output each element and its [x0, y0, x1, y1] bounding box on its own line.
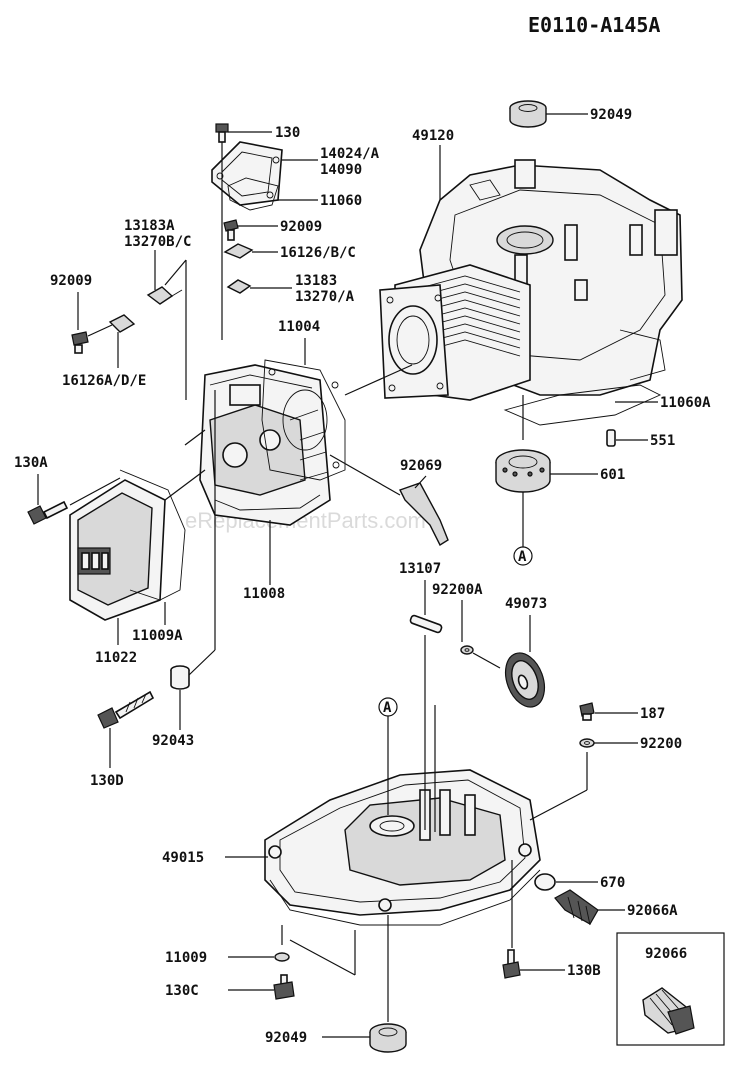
ref-a-lower: A — [383, 700, 392, 716]
gasket-11060A[interactable] — [503, 384, 662, 426]
gasket-11009[interactable] — [274, 952, 290, 962]
label-11060: 11060 — [320, 193, 362, 209]
o-ring-670[interactable] — [534, 873, 556, 891]
label-130: 130 — [275, 125, 300, 141]
dowel-92043[interactable] — [170, 665, 190, 690]
dowel-pin-551[interactable] — [606, 429, 616, 447]
label-11004: 11004 — [278, 319, 320, 335]
label-92009-upper: 92009 — [280, 219, 322, 235]
label-92200A: 92200A — [432, 582, 483, 598]
label-11022: 11022 — [95, 650, 137, 666]
label-92049-top: 92049 — [590, 107, 632, 123]
head-gasket-11004[interactable] — [261, 359, 346, 481]
plug-92066[interactable] — [642, 987, 695, 1035]
ball-bearing-601[interactable] — [495, 449, 551, 493]
label-92069: 92069 — [400, 458, 442, 474]
label-130D: 130D — [90, 773, 124, 789]
ref-a-upper: A — [518, 549, 527, 565]
screw-92009-left[interactable] — [71, 331, 89, 354]
breather-tube-92069[interactable] — [399, 482, 449, 547]
screw-92009-upper[interactable] — [223, 219, 239, 241]
label-13107: 13107 — [399, 561, 441, 577]
label-49120: 49120 — [412, 128, 454, 144]
gear-49073[interactable] — [499, 648, 552, 713]
bolt-130C[interactable] — [273, 974, 295, 1000]
label-11060A: 11060A — [660, 395, 711, 411]
inset-box-92066 — [616, 932, 725, 1046]
label-187: 187 — [640, 706, 665, 722]
label-13270A: 13270/A — [295, 289, 355, 305]
label-11009A: 11009A — [132, 628, 183, 644]
label-92009-left: 92009 — [50, 273, 92, 289]
crankcase-cover-49015[interactable] — [264, 769, 541, 926]
label-601: 601 — [600, 467, 625, 483]
label-14024A: 14024/A — [320, 146, 380, 162]
label-13270BC: 13270B/C — [124, 234, 191, 250]
label-16126BC: 16126/B/C — [280, 245, 356, 261]
crankcase-49120[interactable] — [379, 159, 683, 401]
gasket-11060[interactable] — [227, 177, 279, 211]
bolt-130B[interactable] — [502, 949, 521, 979]
label-92049-bottom: 92049 — [265, 1030, 307, 1046]
rocker-cover-11022[interactable] — [69, 479, 166, 621]
valve-13183A[interactable] — [146, 286, 183, 305]
valve-13183[interactable] — [226, 279, 252, 294]
label-49073: 49073 — [505, 596, 547, 612]
label-670: 670 — [600, 875, 625, 891]
label-130C: 130C — [165, 983, 199, 999]
label-16126ADE: 16126A/D/E — [62, 373, 146, 389]
gasket-11009A[interactable] — [119, 469, 186, 601]
oil-seal-92049-top[interactable] — [509, 100, 547, 128]
bolt-130[interactable] — [215, 123, 229, 143]
label-14090: 14090 — [320, 162, 362, 178]
label-130B: 130B — [567, 963, 601, 979]
oil-seal-92049-bottom[interactable] — [369, 1023, 407, 1053]
label-13183A: 13183A — [124, 218, 175, 234]
bolt-130A[interactable] — [27, 500, 69, 525]
washer-92200A[interactable] — [460, 645, 474, 655]
label-130A: 130A — [14, 455, 48, 471]
cylinder-head-11008[interactable] — [199, 364, 331, 526]
label-13183: 13183 — [295, 273, 337, 289]
diagram-code: E0110-A145A — [528, 13, 660, 37]
drain-plug-92066A[interactable] — [554, 889, 599, 926]
pin-13107[interactable] — [409, 614, 443, 634]
label-92066A: 92066A — [627, 903, 678, 919]
label-551: 551 — [650, 433, 675, 449]
label-92066: 92066 — [645, 946, 687, 962]
valve-16126A[interactable] — [108, 314, 136, 333]
label-11009: 11009 — [165, 950, 207, 966]
label-92200: 92200 — [640, 736, 682, 752]
washer-92200[interactable] — [579, 738, 595, 748]
plug-187[interactable] — [579, 702, 595, 721]
valve-16126[interactable] — [223, 243, 254, 259]
label-49015: 49015 — [162, 850, 204, 866]
label-11008: 11008 — [243, 586, 285, 602]
bolt-130D[interactable] — [97, 690, 155, 729]
label-92043: 92043 — [152, 733, 194, 749]
